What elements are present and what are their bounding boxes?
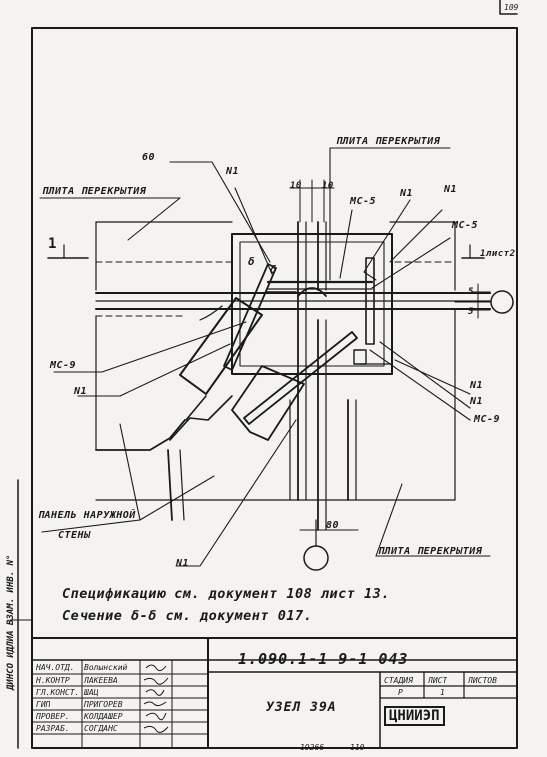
title-row-2-name: ЛАКЕЕВА bbox=[84, 676, 118, 685]
label-n1-top-right: N1 bbox=[400, 188, 414, 199]
section-mark-left: 1 bbox=[48, 236, 57, 252]
title-row-3-role: ГЛ.КОНСТ. bbox=[36, 688, 80, 697]
label-panel-2: СТЕНЫ bbox=[58, 530, 91, 541]
label-delta-a: δ bbox=[248, 255, 256, 268]
label-plita-bottom: ПЛИТА ПЕРЕКРЫТИЯ bbox=[378, 546, 483, 557]
axis-marker-right bbox=[490, 290, 514, 314]
title-row-4-name: ПРИГОРЕВ bbox=[84, 700, 123, 709]
label-n1-right-b: N1 bbox=[470, 396, 484, 407]
outer-wall-panel bbox=[179, 297, 263, 395]
sheets-header: ЛИСТОВ bbox=[468, 676, 497, 685]
label-ms9-right: МС-9 bbox=[474, 414, 501, 425]
spec-note-line-2: Сечение δ-δ см. документ 017. bbox=[62, 608, 313, 624]
label-dim-80: 80 bbox=[326, 520, 340, 531]
label-ms5-right: МС-5 bbox=[452, 220, 479, 231]
axis-marker-bottom bbox=[303, 545, 329, 571]
title-row-4-role: ГИП bbox=[36, 700, 51, 709]
side-stamp-text: ДИНСО ИДЛИА ВЗАМ. ИНВ. N° bbox=[6, 554, 16, 690]
document-designation: 1.090.1-1 9-1 043 bbox=[238, 650, 409, 668]
title-row-1-role: НАЧ.ОТД. bbox=[36, 663, 75, 672]
footer-sheet: 110 bbox=[350, 743, 365, 752]
label-plita-top: ПЛИТА ПЕРЕКРЫТИЯ bbox=[336, 136, 441, 147]
title-row-1-name: Волынский bbox=[84, 663, 128, 672]
label-n1-right-top: N1 bbox=[444, 184, 458, 195]
footer-number: 19266 bbox=[300, 743, 325, 752]
title-row-6-role: РАЗРАБ. bbox=[36, 724, 70, 733]
label-sheet-ref: 1лист2 bbox=[480, 249, 516, 259]
title-row-5-role: ПРОВЕР. bbox=[36, 712, 70, 721]
label-delta-b: δ bbox=[270, 263, 278, 276]
label-n1-top: N1 bbox=[226, 166, 240, 177]
label-ms9-left: МС-9 bbox=[50, 360, 77, 371]
sheet-header: ЛИСТ bbox=[428, 676, 448, 685]
stage-value: Р bbox=[398, 688, 403, 697]
label-dim-10a: 10 bbox=[290, 181, 302, 191]
label-panel: ПАНЕЛЬ НАРУЖНОЙ bbox=[38, 510, 136, 521]
label-n1-right-a: N1 bbox=[470, 380, 484, 391]
title-row-6-name: СОГДАНС bbox=[84, 724, 118, 733]
title-row-2-role: Н.КОНТР bbox=[36, 676, 70, 685]
label-n1-bottom: N1 bbox=[176, 558, 190, 569]
corner-number: 109 bbox=[504, 3, 519, 12]
title-row-5-name: КОЛДАШЕР bbox=[84, 712, 123, 721]
drawing-title: УЗЕЛ 39А bbox=[266, 700, 337, 715]
label-n1-left: N1 bbox=[74, 386, 88, 397]
joint-frame bbox=[231, 233, 393, 375]
label-plita-left: ПЛИТА ПЕРЕКРЫТИЯ bbox=[42, 186, 147, 197]
label-dim-60: 60 bbox=[142, 152, 156, 163]
title-row-3-name: ШАЦ bbox=[84, 688, 99, 697]
organization-name: ЦНИИЭП bbox=[384, 706, 445, 726]
sheet-value: 1 bbox=[440, 688, 445, 697]
signatures bbox=[143, 664, 169, 733]
spec-note-line-1: Спецификацию см. документ 108 лист 13. bbox=[62, 586, 390, 602]
sheet-frame bbox=[31, 27, 518, 749]
label-dim-5b: 5 bbox=[468, 307, 474, 317]
label-dim-5a: 5 bbox=[468, 287, 474, 297]
stage-header: СТАДИЯ bbox=[384, 676, 413, 685]
label-ms5-top: МС-5 bbox=[350, 196, 377, 207]
label-dim-10b: 10 bbox=[322, 181, 334, 191]
